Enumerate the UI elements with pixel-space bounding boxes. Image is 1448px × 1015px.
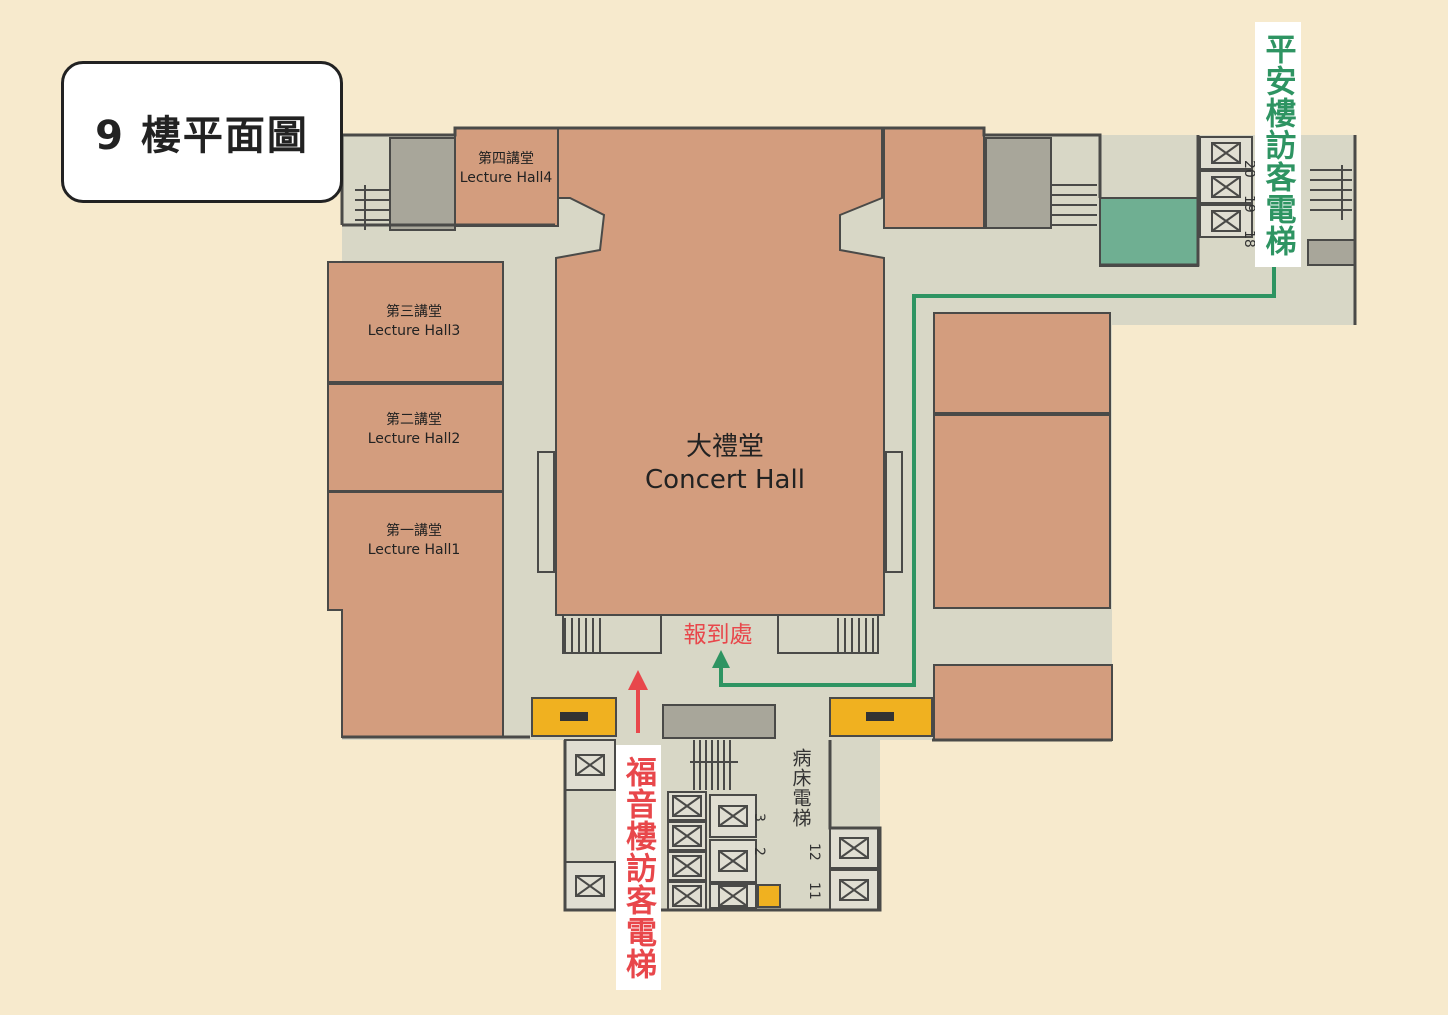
elevator-icon xyxy=(672,885,702,907)
restrooms xyxy=(531,697,933,908)
svg-text:19: 19 xyxy=(1241,195,1257,213)
hall2-zh: 第二講堂 xyxy=(386,411,442,428)
elevator-icon xyxy=(718,850,748,872)
elevator-icon xyxy=(672,855,702,877)
svg-text:18: 18 xyxy=(1241,230,1257,248)
pingan-visitor-elevator-label: 平安樓訪客電梯 xyxy=(1255,22,1301,267)
lecture-hall-3 xyxy=(327,261,504,383)
concert-hall-zh: 大禮堂 xyxy=(686,432,764,462)
bed-elevator-label: 病床電梯 xyxy=(789,747,812,828)
fuyin-visitor-elevator-label: 福音樓訪客電梯 xyxy=(616,745,661,990)
walls xyxy=(340,126,1357,912)
elevator-icon xyxy=(1211,210,1241,232)
elevator-icon xyxy=(672,825,702,847)
elevator-icon xyxy=(672,795,702,817)
elevator-icon xyxy=(839,837,869,859)
elevator-icon xyxy=(1211,142,1241,164)
svg-text:2: 2 xyxy=(751,847,767,856)
elevator-icon xyxy=(575,754,605,776)
floor-title-text: 9 樓平面圖 xyxy=(95,113,309,159)
concert-hall-en: Concert Hall xyxy=(645,465,805,495)
svg-text:3: 3 xyxy=(751,813,767,822)
green-route xyxy=(719,265,1276,687)
hall1-zh: 第一講堂 xyxy=(386,522,442,539)
hall3-en: Lecture Hall3 xyxy=(368,323,461,339)
hall3-zh: 第三講堂 xyxy=(386,303,442,320)
hall4-zh: 第四講堂 xyxy=(478,150,534,167)
hall1-en: Lecture Hall1 xyxy=(368,542,461,558)
elevator-icon xyxy=(718,885,748,907)
red-arrow-icon xyxy=(628,670,648,690)
restroom-icon xyxy=(560,712,894,721)
elevator-numbers: 20 19 18 3 2 12 11 xyxy=(751,160,1257,900)
restroom-right xyxy=(829,697,933,737)
elevator-icon xyxy=(1211,176,1241,198)
hall4-en: Lecture Hall4 xyxy=(460,170,553,186)
hall2-en: Lecture Hall2 xyxy=(368,431,461,447)
elevator-icon xyxy=(575,875,605,897)
stairs xyxy=(355,165,1352,790)
check-in-label: 報到處 xyxy=(684,622,753,648)
elevator-icon xyxy=(718,805,748,827)
elevator-shaft xyxy=(709,794,757,838)
green-arrow-icon xyxy=(712,650,730,668)
service-areas xyxy=(389,137,1356,739)
elevator-icon xyxy=(839,879,869,901)
floor-title: 9 樓平面圖 xyxy=(61,61,343,203)
concert-hall xyxy=(555,127,885,616)
svg-text:20: 20 xyxy=(1241,160,1257,178)
svg-text:12: 12 xyxy=(806,843,822,861)
elevator-shafts xyxy=(564,136,1253,911)
svg-text:11: 11 xyxy=(806,882,822,900)
rooms xyxy=(327,127,1113,741)
